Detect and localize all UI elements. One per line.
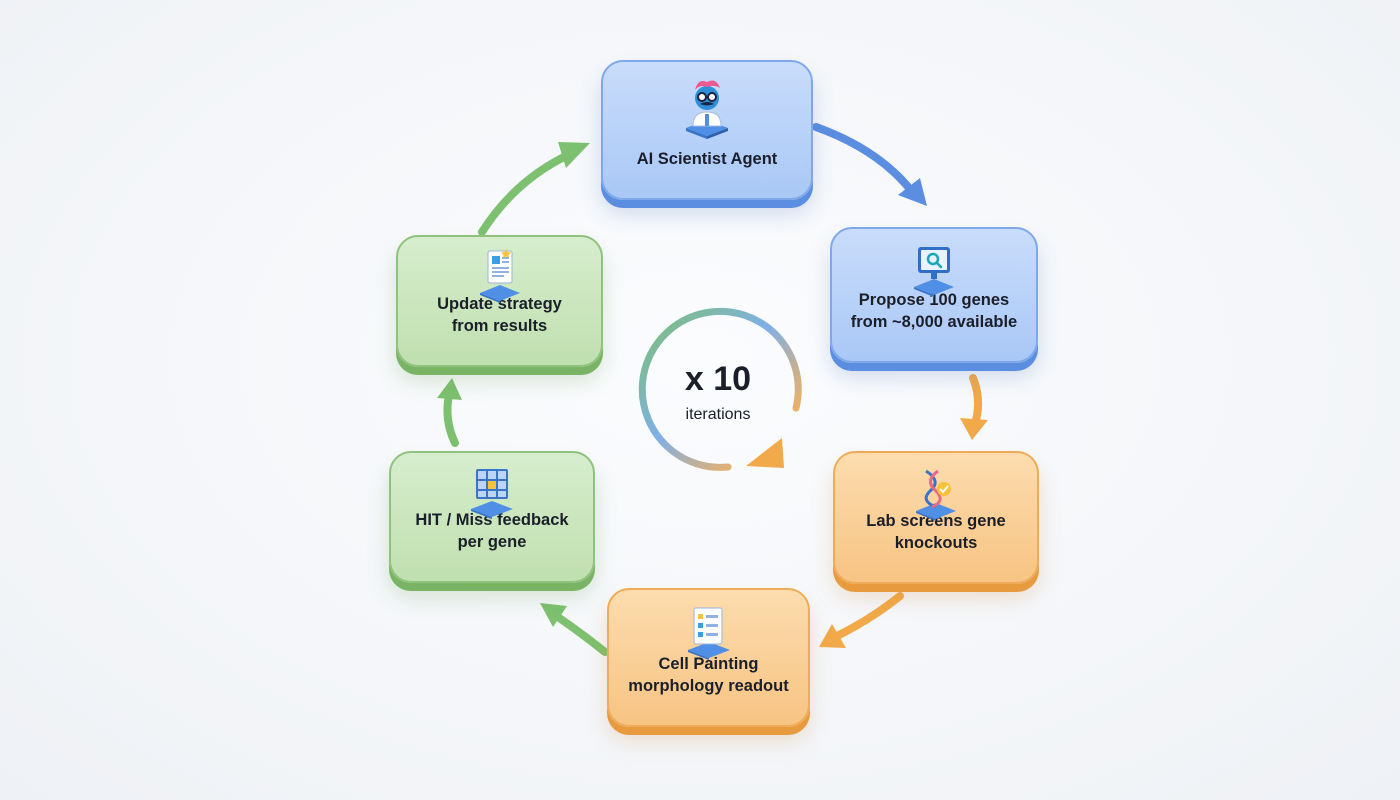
node-hit-miss-feedback: HIT / Miss feedback per gene (389, 451, 595, 583)
dna-icon (916, 469, 956, 521)
arrowhead-propose-to-lab (960, 418, 988, 440)
iteration-count: x 10 (684, 360, 752, 398)
node-label: Lab screens gene knockouts (866, 512, 1006, 552)
iteration-ring-arrowhead (746, 438, 784, 468)
arrowhead-cell-to-hit (540, 603, 567, 627)
arrow-propose-to-lab (969, 374, 982, 428)
arrow-cell-to-hit (551, 611, 609, 656)
scientist-icon (686, 80, 728, 139)
monitor-search-icon (914, 247, 954, 297)
arrow-agent-to-propose (812, 123, 917, 197)
document-icon (479, 249, 520, 303)
node-label: Update strategy from results (437, 295, 562, 335)
checklist-icon (687, 607, 730, 660)
arrowhead-lab-to-cell (819, 624, 846, 648)
node-lab-screens: Lab screens gene knockouts (833, 451, 1039, 584)
node-update-strategy: Update strategy from results (396, 235, 603, 367)
iteration-ring (638, 307, 802, 471)
node-ai-scientist-agent: AI Scientist Agent (601, 60, 813, 200)
arrowhead-update-to-agent (558, 142, 590, 168)
grid-icon (471, 469, 513, 519)
node-cell-painting: Cell Painting morphology readout (607, 588, 810, 727)
node-label: Propose 100 genes from ~8,000 available (850, 291, 1018, 331)
arrow-hit-to-update (443, 391, 459, 447)
node-label: AI Scientist Agent (636, 150, 778, 168)
arrow-update-to-agent (478, 150, 574, 236)
iteration-label: iterations (685, 406, 751, 423)
arrowhead-hit-to-update (437, 378, 462, 400)
arrow-lab-to-cell (831, 592, 904, 641)
arrowhead-agent-to-propose (898, 178, 927, 206)
node-propose-genes: Propose 100 genes from ~8,000 available (830, 227, 1038, 363)
node-label: Cell Painting morphology readout (628, 655, 789, 695)
